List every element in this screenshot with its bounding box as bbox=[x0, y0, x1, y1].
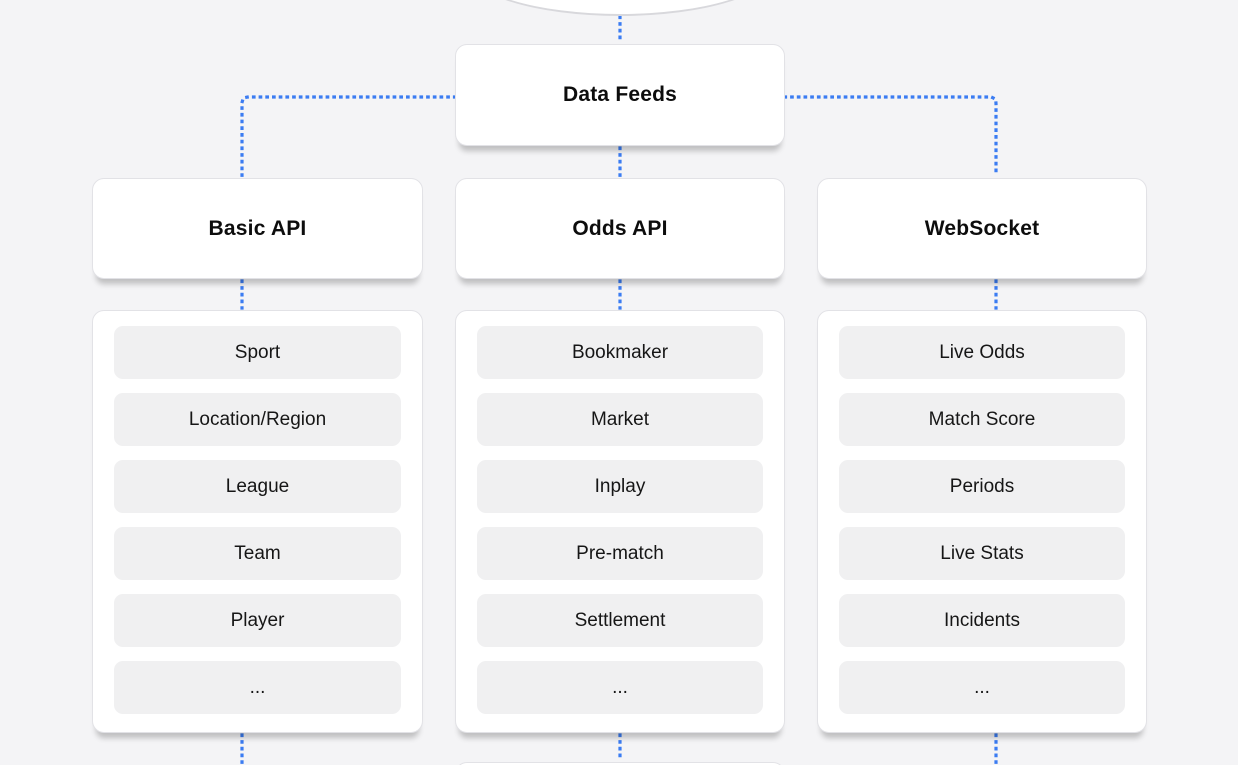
list-item: ... bbox=[839, 661, 1125, 714]
list-item: ... bbox=[114, 661, 401, 714]
panel-websocket-items: Live Odds Match Score Periods Live Stats… bbox=[817, 310, 1147, 733]
list-item: Team bbox=[114, 527, 401, 580]
node-label: Basic API bbox=[208, 216, 307, 240]
node-data-feeds: Data Feeds bbox=[455, 44, 785, 146]
panel-odds-api-items: Bookmaker Market Inplay Pre-match Settle… bbox=[455, 310, 785, 733]
list-item: ... bbox=[477, 661, 763, 714]
list-item: League bbox=[114, 460, 401, 513]
node-basic-api: Basic API bbox=[92, 178, 423, 279]
list-item: Live Odds bbox=[839, 326, 1125, 379]
list-item: Periods bbox=[839, 460, 1125, 513]
list-item: Incidents bbox=[839, 594, 1125, 647]
node-odds-api: Odds API bbox=[455, 178, 785, 279]
node-label: WebSocket bbox=[924, 216, 1040, 240]
list-item: Location/Region bbox=[114, 393, 401, 446]
list-item: Live Stats bbox=[839, 527, 1125, 580]
node-label: Data Feeds bbox=[562, 83, 678, 106]
connector-datafeeds-to-websocket bbox=[783, 95, 998, 178]
list-item: Sport bbox=[114, 326, 401, 379]
node-websocket: WebSocket bbox=[817, 178, 1147, 279]
list-item: Pre-match bbox=[477, 527, 763, 580]
list-item: Inplay bbox=[477, 460, 763, 513]
list-item: Settlement bbox=[477, 594, 763, 647]
panel-basic-api-items: Sport Location/Region League Team Player… bbox=[92, 310, 423, 733]
list-item: Match Score bbox=[839, 393, 1125, 446]
list-item: Player bbox=[114, 594, 401, 647]
list-item: Bookmaker bbox=[477, 326, 763, 379]
list-item: Market bbox=[477, 393, 763, 446]
node-label: Odds API bbox=[572, 216, 668, 240]
connector-datafeeds-to-basicapi bbox=[240, 95, 457, 178]
